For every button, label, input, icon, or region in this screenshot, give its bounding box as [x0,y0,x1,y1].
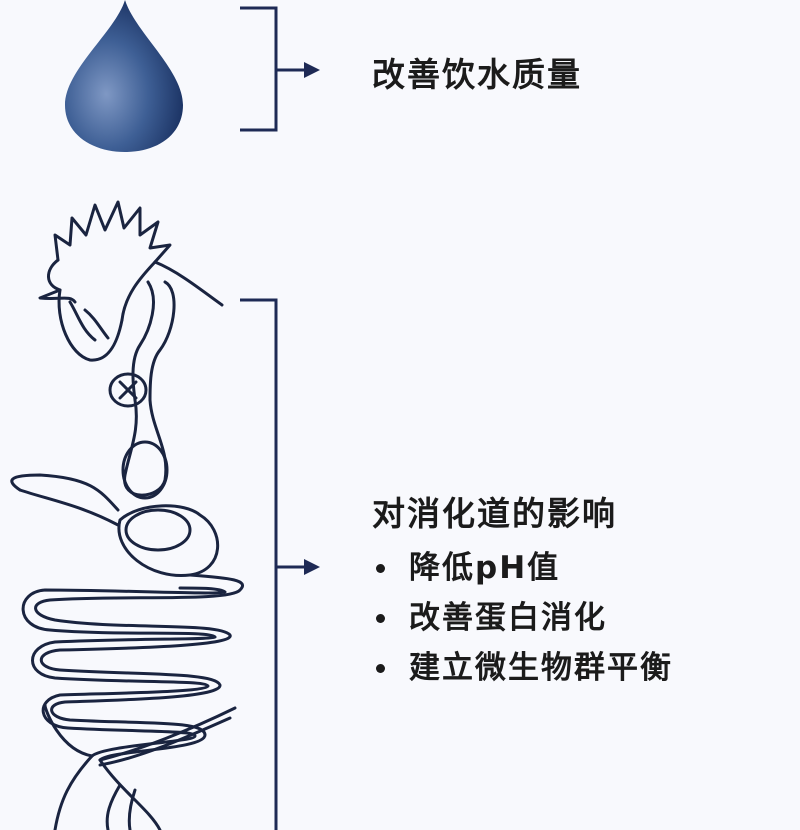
water-bracket-arrow [240,6,320,132]
list-item-label: 降低pH值 [409,550,561,586]
digestive-tract-title: 对消化道的影响 [372,494,617,533]
list-item: 建立微生物群平衡 [372,643,673,693]
gut-bracket-arrow [240,298,320,830]
list-item-label: 改善蛋白消化 [409,600,607,636]
chicken-digestive-tract-icon [10,200,244,830]
water-drop-icon [65,0,183,152]
water-quality-title: 改善饮水质量 [372,55,582,94]
bullet-dot [376,563,385,573]
list-item: 降低pH值 [372,543,673,593]
list-item-label: 建立微生物群平衡 [409,650,673,686]
effects-list: 降低pH值 改善蛋白消化 建立微生物群平衡 [372,543,673,693]
list-item: 改善蛋白消化 [372,593,673,643]
bullet-dot [376,613,385,623]
bullet-dot [376,663,385,673]
